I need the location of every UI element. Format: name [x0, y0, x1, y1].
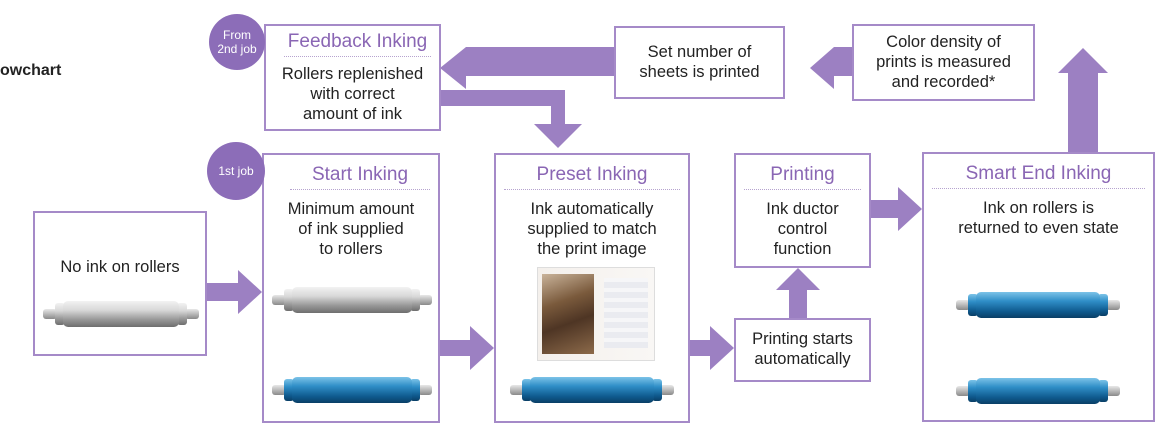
roller-blue-icon	[510, 377, 674, 403]
roller-grey-icon	[272, 287, 432, 313]
printing-line1: Ink ductor	[766, 200, 839, 218]
1st-job-badge: 1st job	[207, 142, 265, 200]
roller-blue-icon	[956, 292, 1120, 318]
preset-inking-line2: supplied to match	[527, 220, 657, 238]
preset-inking-line3: the print image	[537, 240, 647, 258]
print-image-icon	[537, 267, 655, 361]
preset-inking-box: Preset Inking Ink automatically supplied…	[494, 153, 690, 423]
smart-end-inking-box: Smart End Inking Ink on rollers is retur…	[922, 152, 1155, 422]
color-density-line2: prints is measured	[876, 53, 1011, 71]
badge-1st-job: 1st job	[218, 164, 254, 178]
feedback-inking-title: Feedback Inking	[284, 31, 431, 57]
set-sheets-box: Set number of sheets is printed	[614, 26, 785, 99]
start-inking-line1: Minimum amount	[287, 200, 415, 218]
from-2nd-job-badge: From 2nd job	[209, 14, 265, 70]
no-ink-label: No ink on rollers	[60, 258, 180, 276]
preset-inking-title: Preset Inking	[504, 164, 680, 190]
set-sheets-line1: Set number of	[647, 43, 752, 61]
smart-end-inking-line1: Ink on rollers is	[983, 199, 1094, 217]
preset-inking-line1: Ink automatically	[530, 200, 654, 218]
smart-end-inking-title: Smart End Inking	[932, 163, 1145, 189]
feedback-inking-box: Feedback Inking Rollers replenished with…	[264, 24, 441, 131]
start-inking-line3: to rollers	[319, 240, 383, 258]
printing-starts-line2: automatically	[754, 350, 851, 368]
color-density-box: Color density of prints is measured and …	[852, 24, 1035, 101]
page-heading: owchart	[0, 62, 62, 79]
printing-box: Printing Ink ductor control function	[734, 153, 871, 268]
start-inking-box: Start Inking Minimum amount of ink suppl…	[262, 153, 440, 423]
roller-grey-icon	[43, 301, 199, 327]
color-density-line1: Color density of	[886, 33, 1001, 51]
feedback-inking-line3: amount of ink	[302, 105, 403, 123]
badge-line1: From	[223, 28, 251, 42]
roller-blue-icon	[956, 378, 1120, 404]
printing-starts-line1: Printing starts	[752, 330, 853, 348]
roller-blue-icon	[272, 377, 432, 403]
printing-starts-box: Printing starts automatically	[734, 318, 871, 382]
feedback-inking-line2: with correct	[310, 85, 395, 103]
color-density-line3: and recorded*	[891, 73, 996, 91]
feedback-inking-line1: Rollers replenished	[281, 65, 424, 83]
no-ink-box: No ink on rollers	[33, 211, 207, 356]
set-sheets-line2: sheets is printed	[639, 63, 760, 81]
printing-line3: function	[773, 240, 832, 258]
smart-end-inking-line2: returned to even state	[958, 219, 1119, 237]
printing-line2: control	[777, 220, 828, 238]
start-inking-line2: of ink supplied	[298, 220, 404, 238]
printing-title: Printing	[744, 164, 861, 190]
badge-line2: 2nd job	[217, 42, 257, 56]
start-inking-title: Start Inking	[290, 164, 430, 190]
